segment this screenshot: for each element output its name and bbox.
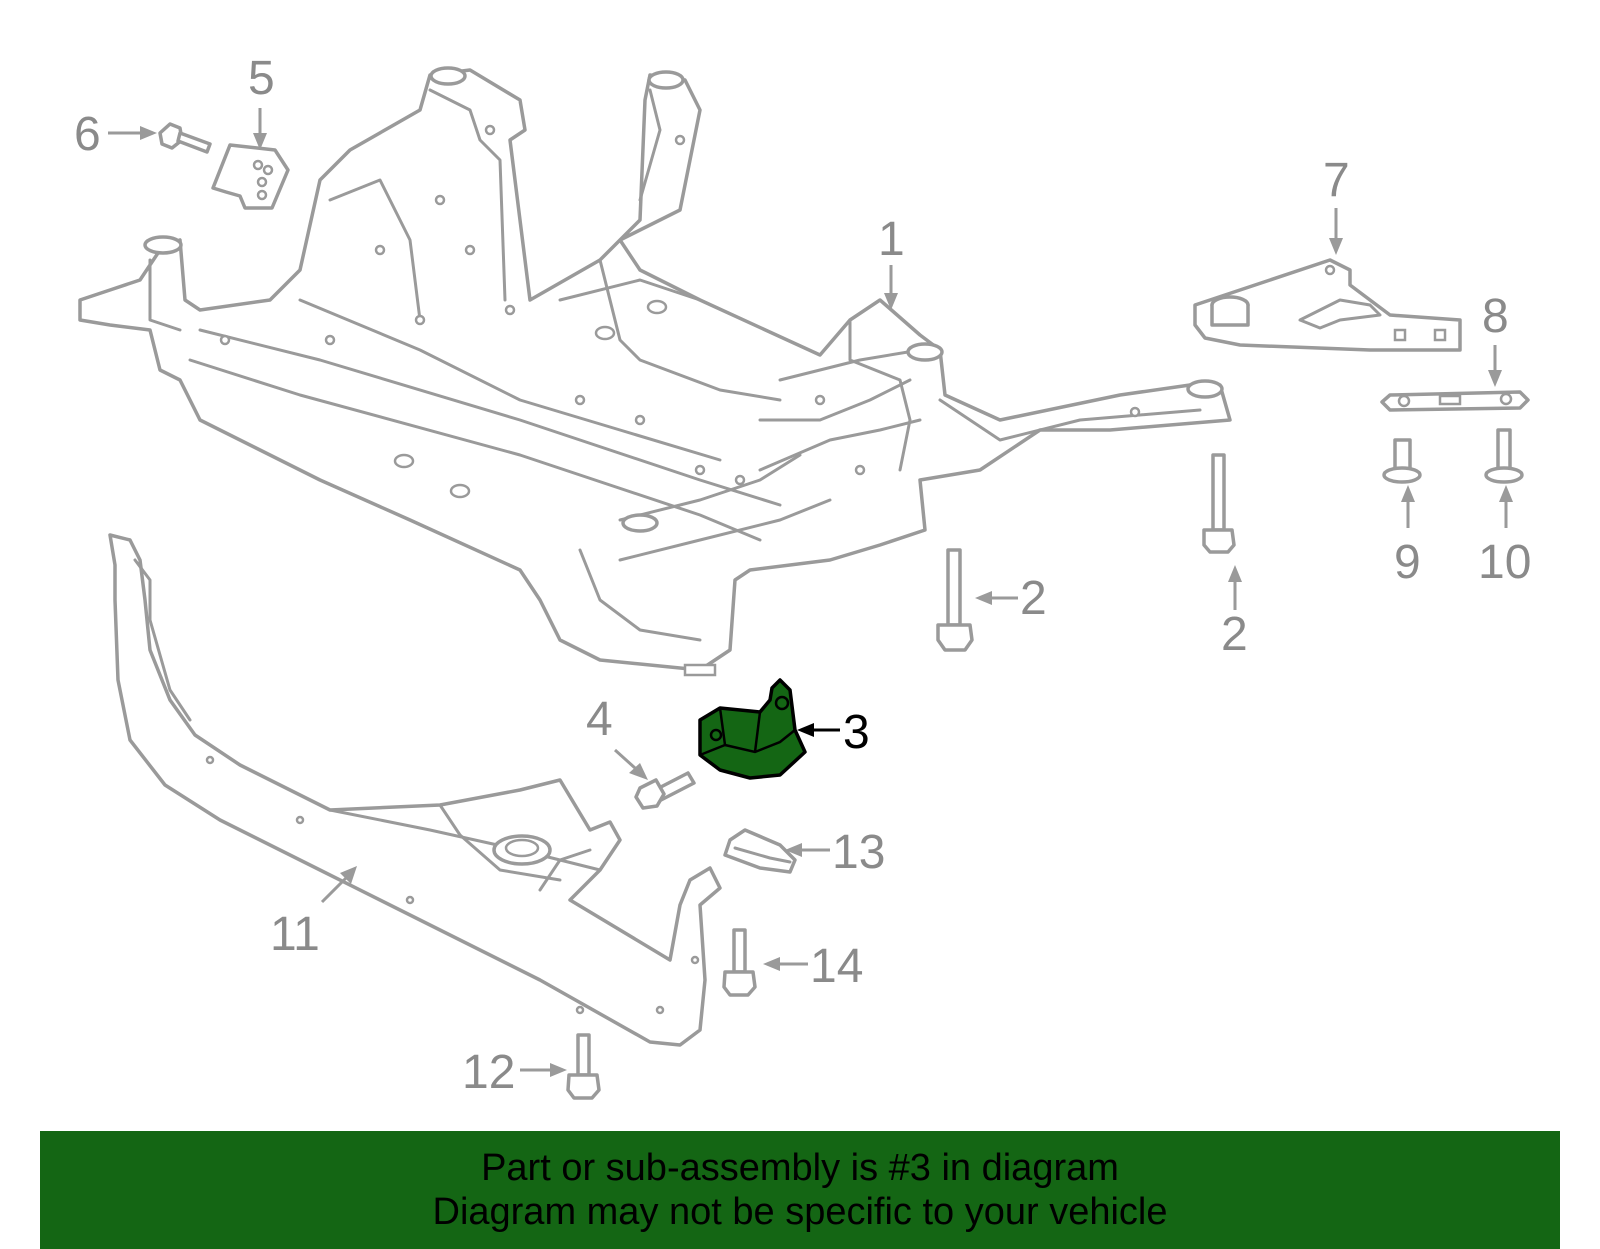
callout-1: 1 — [878, 213, 905, 266]
bracket-part-3[interactable] — [698, 678, 807, 780]
callout-2-a: 2 — [1020, 572, 1047, 625]
callout-12: 12 — [462, 1046, 515, 1099]
banner-line-1: Part or sub-assembly is #3 in diagram — [481, 1147, 1119, 1189]
bolt-part-12[interactable] — [566, 1033, 601, 1100]
bolt-part-2-a[interactable] — [936, 548, 974, 652]
callout-2-b: 2 — [1221, 608, 1248, 661]
callout-8: 8 — [1482, 290, 1509, 343]
stud-part-9[interactable] — [1382, 438, 1422, 484]
callout-11: 11 — [270, 908, 320, 961]
parts-diagram: 1 2 2 3 4 5 6 7 8 9 10 11 12 13 14 — [74, 52, 1531, 1100]
bolt-part-14[interactable] — [722, 928, 757, 997]
clip-part-13[interactable] — [723, 828, 797, 874]
bolt-part-6[interactable] — [158, 122, 212, 154]
callout-7: 7 — [1323, 154, 1350, 207]
plate-part-5[interactable] — [211, 143, 290, 210]
callout-14: 14 — [810, 940, 863, 993]
callout-3: 3 — [843, 706, 870, 759]
callout-5: 5 — [248, 52, 275, 105]
callout-10: 10 — [1478, 536, 1531, 589]
bolt-part-4[interactable] — [634, 771, 696, 810]
mount-bracket-part-7[interactable] — [1193, 258, 1462, 352]
info-banner: Part or sub-assembly is #3 in diagram Di… — [40, 1131, 1560, 1249]
callout-6: 6 — [74, 108, 101, 161]
lower-frame-part-11[interactable] — [108, 533, 722, 1047]
banner-line-2: Diagram may not be specific to your vehi… — [432, 1191, 1168, 1233]
bolt-part-10[interactable] — [1484, 428, 1524, 484]
callout-9: 9 — [1394, 536, 1421, 589]
subframe-part-1[interactable] — [78, 66, 1232, 677]
callout-4: 4 — [586, 693, 613, 746]
callout-13: 13 — [832, 826, 885, 879]
bolt-part-2-b[interactable] — [1202, 453, 1236, 554]
callout-arrows — [108, 108, 1513, 1077]
strap-part-8[interactable] — [1380, 390, 1530, 412]
